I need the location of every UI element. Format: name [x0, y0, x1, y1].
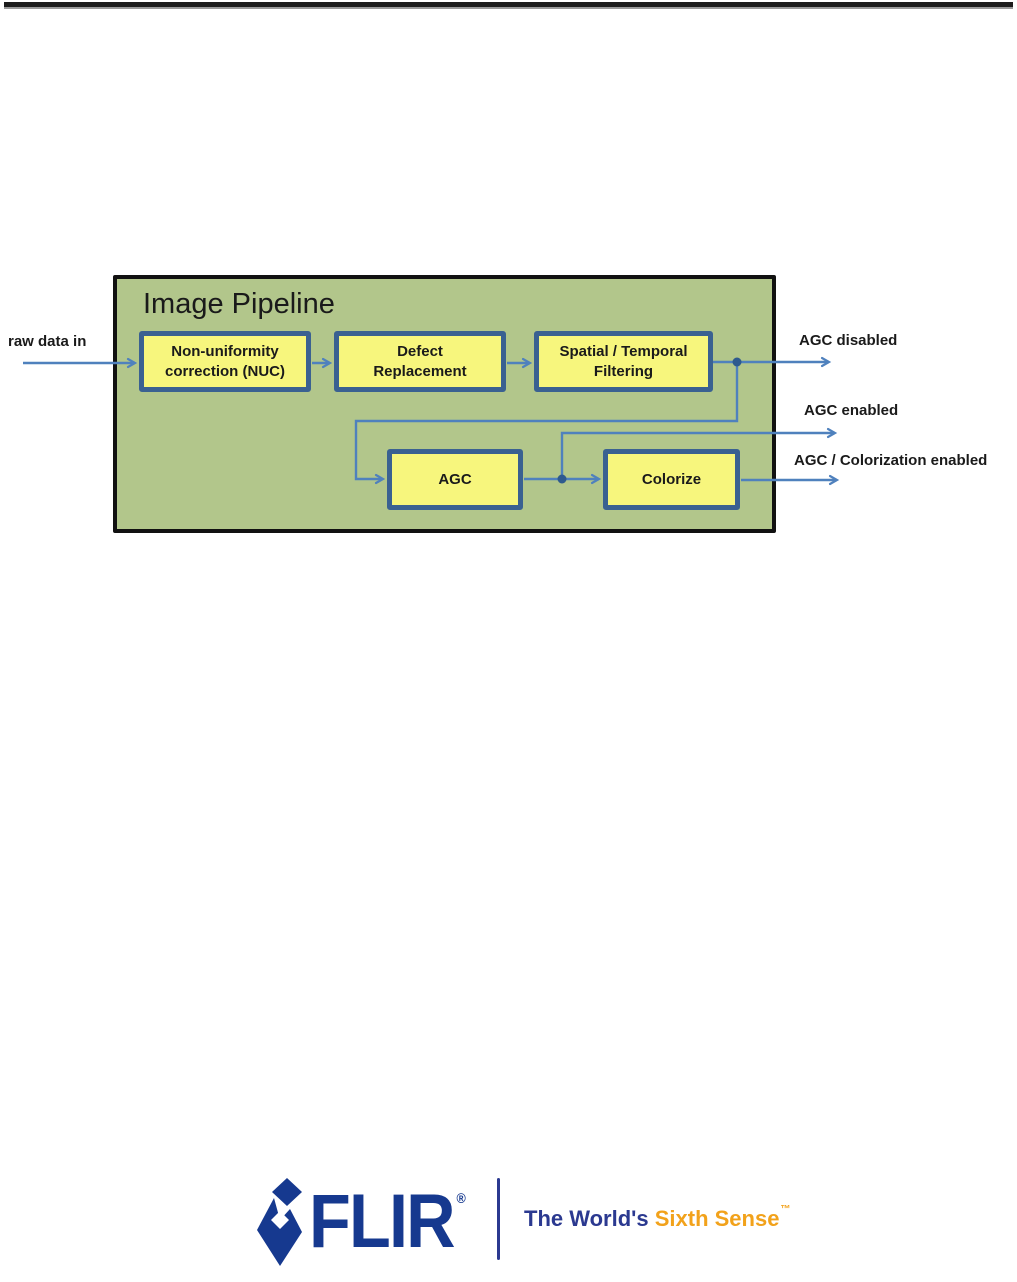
flir-wordmark: FLIR ®: [309, 1178, 466, 1266]
diagram-title: Image Pipeline: [143, 288, 335, 320]
label-agc-colorization-enabled: AGC / Colorization enabled: [794, 452, 988, 469]
node-spatial-temporal-filtering: Spatial / Temporal Filtering: [534, 331, 713, 392]
tagline-prefix: The World's: [524, 1206, 655, 1231]
node-non-uniformity-correction: Non-uniformity correction (NUC): [139, 331, 311, 392]
logo-separator: [497, 1178, 500, 1260]
label-raw-data-in: raw data in: [8, 333, 87, 350]
node-defect-replacement: Defect Replacement: [334, 331, 506, 392]
node-colorize: Colorize: [603, 449, 740, 510]
emblem-top-diamond: [272, 1178, 302, 1206]
label-agc-disabled: AGC disabled: [799, 332, 898, 349]
tagline-highlight: Sixth Sense: [654, 1206, 780, 1231]
label-agc-enabled: AGC enabled: [804, 402, 899, 419]
node-agc: AGC: [387, 449, 523, 510]
flir-brand-text: FLIR: [309, 1179, 456, 1264]
tagline: The World's Sixth Sense ™: [524, 1178, 790, 1260]
flir-emblem-icon: [257, 1178, 302, 1266]
page-top-rule: [4, 2, 1013, 9]
registered-mark: ®: [456, 1190, 466, 1206]
trademark-mark: ™: [780, 1204, 791, 1215]
emblem-center-cut: [271, 1211, 289, 1229]
emblem-chevron: [257, 1198, 302, 1266]
